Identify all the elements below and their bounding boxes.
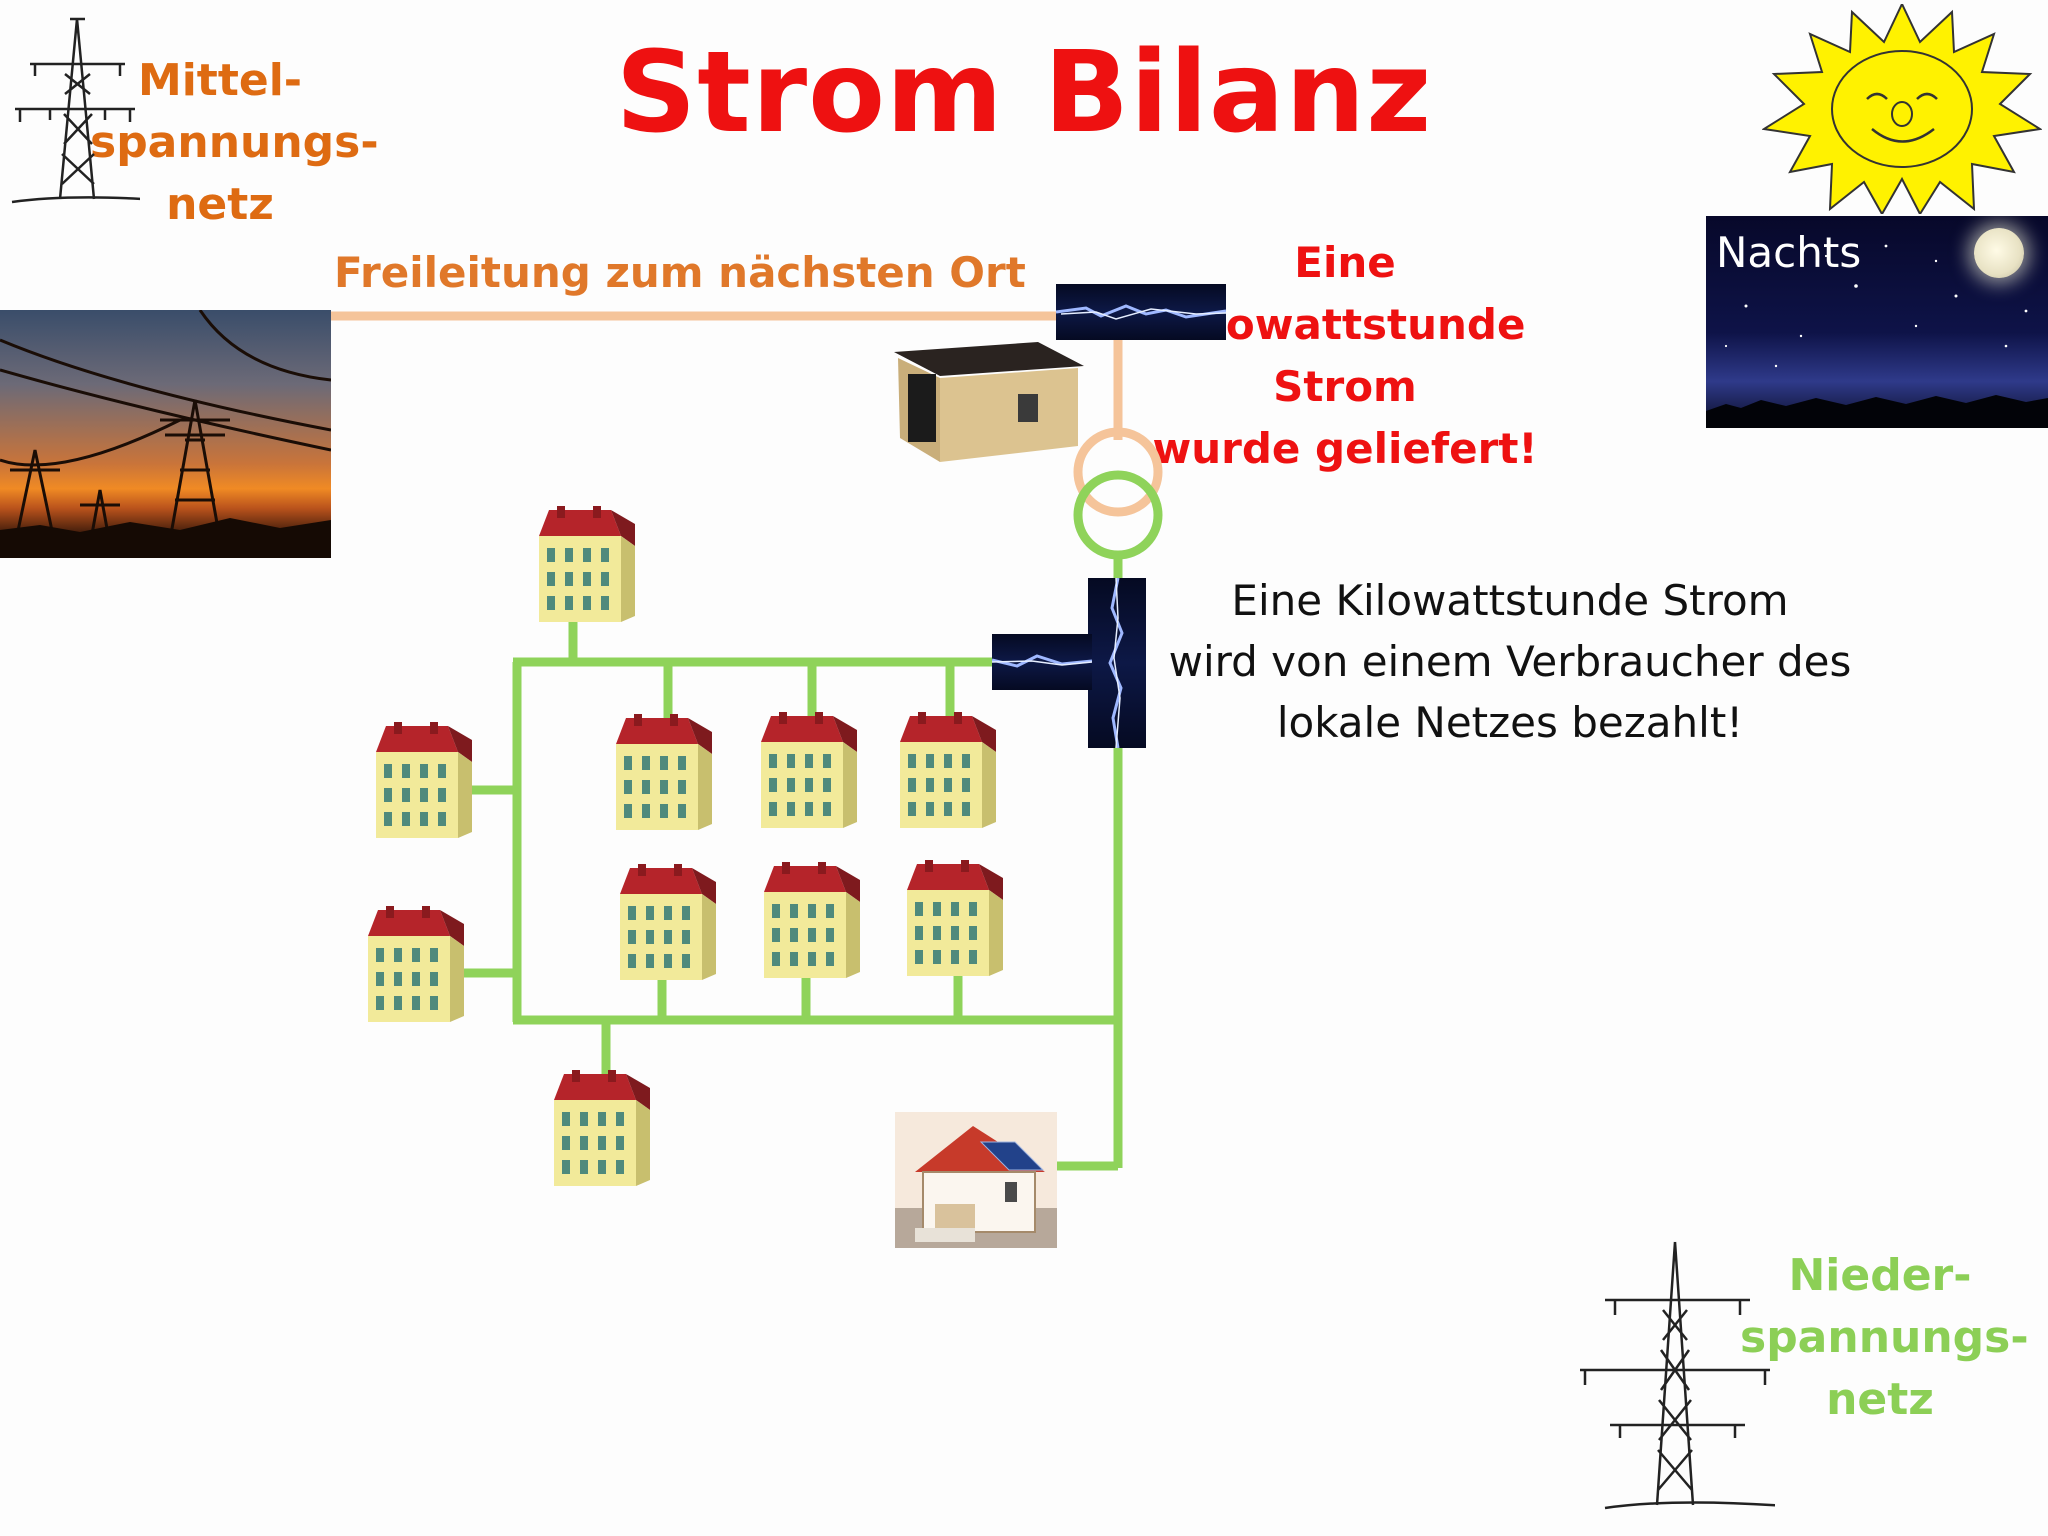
pylon-icon-medium-voltage bbox=[11, 17, 140, 204]
lightning-icon-top bbox=[1056, 284, 1226, 340]
apartment-building-icon bbox=[761, 712, 857, 828]
mittelspannung-line-3: netz bbox=[166, 179, 274, 230]
niederspannung-line-1: Nieder- bbox=[1788, 1250, 1972, 1301]
paid-label: Eine Kilowattstunde Strom wird von einem… bbox=[1160, 570, 1860, 753]
solar-house-icon bbox=[895, 1112, 1057, 1248]
stars-icon bbox=[1706, 244, 2048, 428]
apartment-building-icon bbox=[616, 714, 712, 830]
pylon-icon-low-voltage bbox=[1580, 1241, 1775, 1510]
mittelspannung-line-2: spannungs- bbox=[90, 117, 379, 168]
delivered-line-2: Strom bbox=[1273, 362, 1417, 411]
apartment-building-icon bbox=[764, 862, 860, 978]
delivered-line-3: wurde geliefert! bbox=[1152, 424, 1538, 473]
apartment-building-icon bbox=[539, 506, 635, 622]
niederspannung-line-2: spannungs- bbox=[1740, 1312, 2029, 1363]
apartment-building-icon bbox=[620, 864, 716, 980]
substation-icon bbox=[894, 342, 1084, 462]
apartment-building-icon bbox=[900, 712, 996, 828]
paid-line-3: lokale Netzes bezahlt! bbox=[1276, 698, 1744, 747]
night-sky-image: Nachts bbox=[1706, 216, 2048, 428]
niederspannungsnetz-label: Nieder- spannungs- netz bbox=[1740, 1245, 2029, 1431]
niederspannung-line-3: netz bbox=[1826, 1374, 1934, 1425]
mittelspannung-line-1: Mittel- bbox=[137, 55, 303, 106]
night-label: Nachts bbox=[1716, 228, 1862, 277]
power-pylons-icon bbox=[0, 310, 331, 558]
moon-icon bbox=[1974, 228, 2024, 278]
freileitung-label: Freileitung zum nächsten Ort bbox=[334, 248, 1026, 297]
sunset-power-lines-image bbox=[0, 310, 331, 558]
apartment-building-icon bbox=[554, 1070, 650, 1186]
sun-icon bbox=[1762, 4, 2042, 214]
transformer-primary-icon bbox=[1073, 427, 1163, 517]
lightning-icon-branch bbox=[992, 634, 1092, 690]
paid-line-2: wird von einem Verbraucher des bbox=[1168, 637, 1852, 686]
apartment-building-icon bbox=[368, 906, 464, 1022]
page-title: Strom Bilanz bbox=[615, 28, 1433, 158]
apartment-building-icon bbox=[907, 860, 1003, 976]
mittelspannungsnetz-label: Mittel- spannungs- netz bbox=[90, 50, 379, 236]
apartment-building-icon bbox=[376, 722, 472, 838]
paid-line-1: Eine Kilowattstunde Strom bbox=[1231, 576, 1789, 625]
lightning-icon-vertical bbox=[1088, 578, 1146, 748]
